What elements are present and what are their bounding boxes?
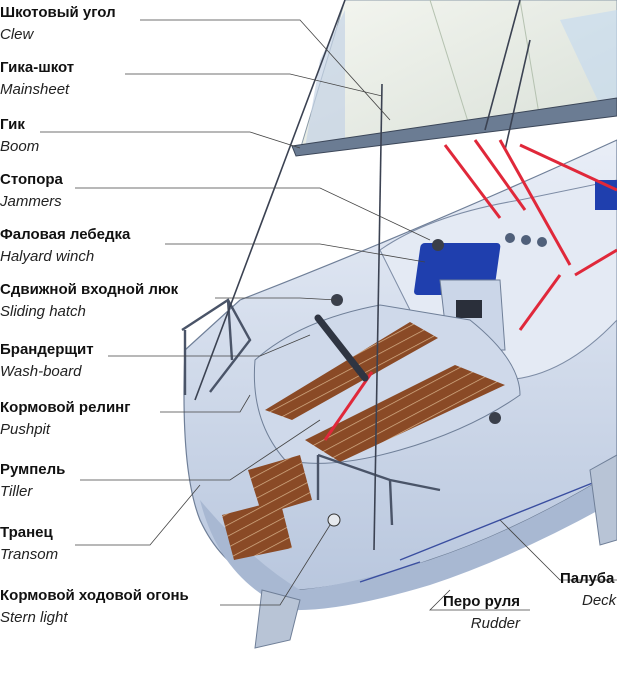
- label-ru: Гик: [0, 116, 25, 133]
- label-en: Jammers: [0, 192, 62, 210]
- label-en: Tiller: [0, 482, 33, 500]
- label-en: Pushpit: [0, 420, 51, 438]
- label-ru: Палуба: [560, 570, 615, 587]
- label-ru: Кормовой релинг: [0, 399, 131, 416]
- label-ru: Стопора: [0, 171, 63, 188]
- label-en: Mainsheet: [0, 80, 70, 98]
- label-stern-light: Кормовой ходовой огонь Stern light: [0, 587, 189, 626]
- label-ru: Перо руля: [442, 593, 520, 610]
- label-ru: Брандерщит: [0, 341, 94, 358]
- label-tiller: Румпель Tiller: [0, 461, 66, 500]
- label-ru: Шкотовый угол: [0, 4, 116, 21]
- stern-steps: [222, 455, 312, 560]
- label-halyard-winch: Фаловая лебедка Halyard winch: [0, 226, 131, 265]
- label-deck: Палуба Deck: [560, 570, 616, 609]
- label-en: Boom: [0, 137, 40, 155]
- label-jammers: Стопора Jammers: [0, 171, 63, 210]
- label-ru: Румпель: [0, 461, 66, 478]
- label-en: Sliding hatch: [0, 302, 86, 320]
- label-mainsheet: Гика-шкот Mainsheet: [0, 59, 75, 98]
- rigging: [194, 0, 531, 551]
- label-en: Deck: [582, 592, 617, 609]
- label-pushpit: Кормовой релинг Pushpit: [0, 399, 131, 438]
- label-en: Transom: [0, 545, 59, 563]
- cockpit: [253, 304, 521, 464]
- label-ru: Фаловая лебедка: [0, 226, 131, 243]
- label-en: Rudder: [470, 615, 520, 632]
- leader-lines: [40, 19, 617, 611]
- label-boom: Гик Boom: [0, 116, 40, 155]
- boom-shape: [291, 97, 617, 157]
- label-en: Clew: [0, 25, 34, 43]
- label-clew: Шкотовый угол Clew: [0, 4, 116, 43]
- label-wash-board: Брандерщит Wash-board: [0, 341, 94, 380]
- label-ru: Сдвижной входной люк: [0, 281, 179, 298]
- tiller-shape: [314, 314, 369, 382]
- red-sheets: [323, 139, 617, 441]
- label-en: Stern light: [0, 608, 68, 626]
- label-en: Wash-board: [0, 362, 82, 380]
- rudder-shape: [254, 454, 617, 649]
- label-transom: Транец Transom: [0, 524, 59, 563]
- label-ru: Транец: [0, 524, 53, 541]
- label-ru: Кормовой ходовой огонь: [0, 587, 189, 604]
- winches: [327, 239, 501, 527]
- label-rudder: Перо руля Rudder: [430, 593, 520, 632]
- label-en: Halyard winch: [0, 247, 95, 265]
- label-ru: Гика-шкот: [0, 59, 75, 76]
- label-sliding-hatch: Сдвижной входной люк Sliding hatch: [0, 281, 179, 320]
